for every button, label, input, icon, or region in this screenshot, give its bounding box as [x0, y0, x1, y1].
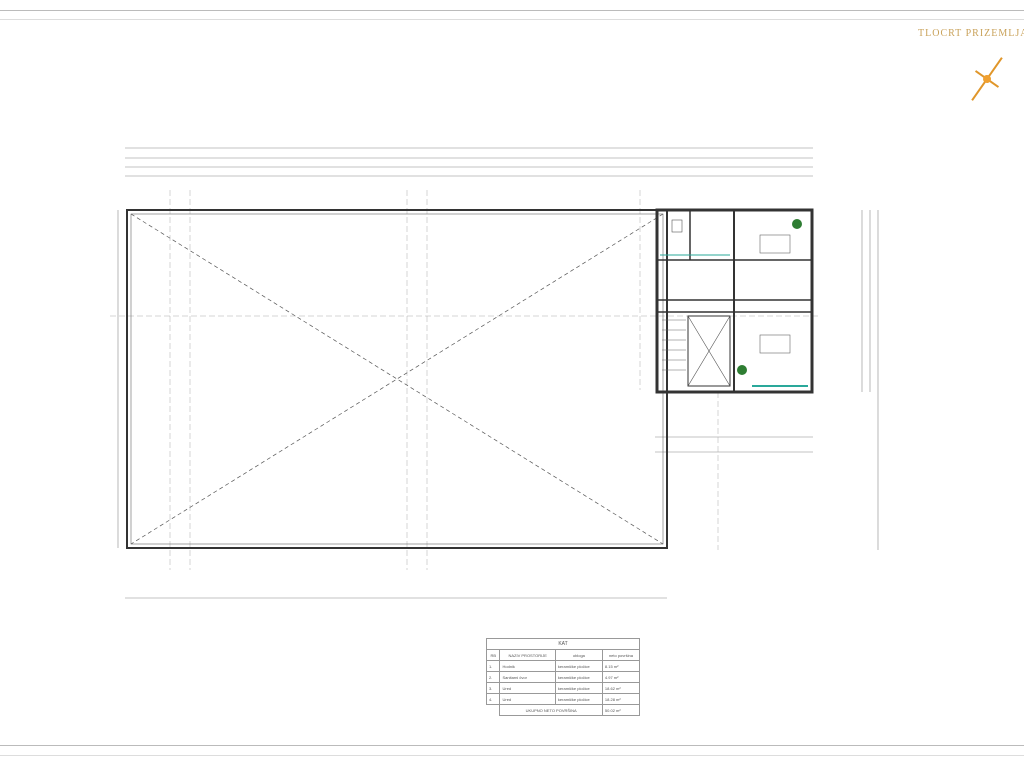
table-row: 4. Ured keramičke pločice 18.28 m²	[485, 693, 641, 705]
table-row: 3. Ured keramičke pločice 18.62 m²	[485, 682, 641, 694]
row-area: 8.15 m²	[601, 660, 641, 672]
compass-icon	[971, 57, 1003, 101]
header-area: neto površina	[601, 649, 641, 661]
row-area: 18.62 m²	[601, 682, 641, 694]
plant-icon	[737, 365, 747, 375]
row-finish: keramičke pločice	[554, 682, 603, 694]
total-value: 50.02 m²	[601, 704, 641, 716]
table-caption: KAT	[486, 638, 640, 650]
row-no: 3.	[485, 682, 501, 694]
table-row: 2. Sanitarni čvor keramičke pločice 4.97…	[485, 671, 641, 683]
row-area: 18.28 m²	[601, 693, 641, 705]
frame-bottom-line	[0, 745, 1024, 746]
toilet-icon	[671, 219, 683, 233]
void-cross	[130, 213, 664, 545]
dimension-lines-top	[117, 147, 879, 599]
plant-icon	[792, 219, 802, 229]
frame-top-line-2	[0, 19, 1024, 20]
row-area: 4.97 m²	[601, 671, 641, 683]
grid-axes	[110, 190, 820, 570]
row-no: 2.	[485, 671, 501, 683]
header-finish: obloga	[554, 649, 603, 661]
slab-outline	[126, 209, 668, 549]
row-finish: keramičke pločice	[554, 693, 603, 705]
row-name: Ured	[499, 693, 556, 705]
row-no: 1.	[485, 660, 501, 672]
row-finish: keramičke pločice	[554, 660, 603, 672]
row-name: Ured	[499, 682, 556, 694]
header-no: RB	[485, 649, 501, 661]
row-finish: keramičke pločice	[554, 671, 603, 683]
total-label: UKUPNO NETO POVRŠINA	[499, 704, 603, 716]
header-name: NAZIV PROSTORIJE	[499, 649, 556, 661]
table-row: 1. Hodnik keramičke pločice 8.15 m²	[485, 660, 641, 672]
drawing-title: TLOCRT PRIZEMLJA M	[918, 28, 1024, 39]
row-name: Hodnik	[499, 660, 556, 672]
frame-top-line	[0, 10, 1024, 11]
frame-bottom-line-2	[0, 755, 1024, 756]
building-plan	[655, 208, 814, 394]
row-no: 4.	[485, 693, 501, 705]
room-area-table: KAT RB NAZIV PROSTORIJE obloga neto povr…	[485, 638, 641, 716]
row-name: Sanitarni čvor	[499, 671, 556, 683]
